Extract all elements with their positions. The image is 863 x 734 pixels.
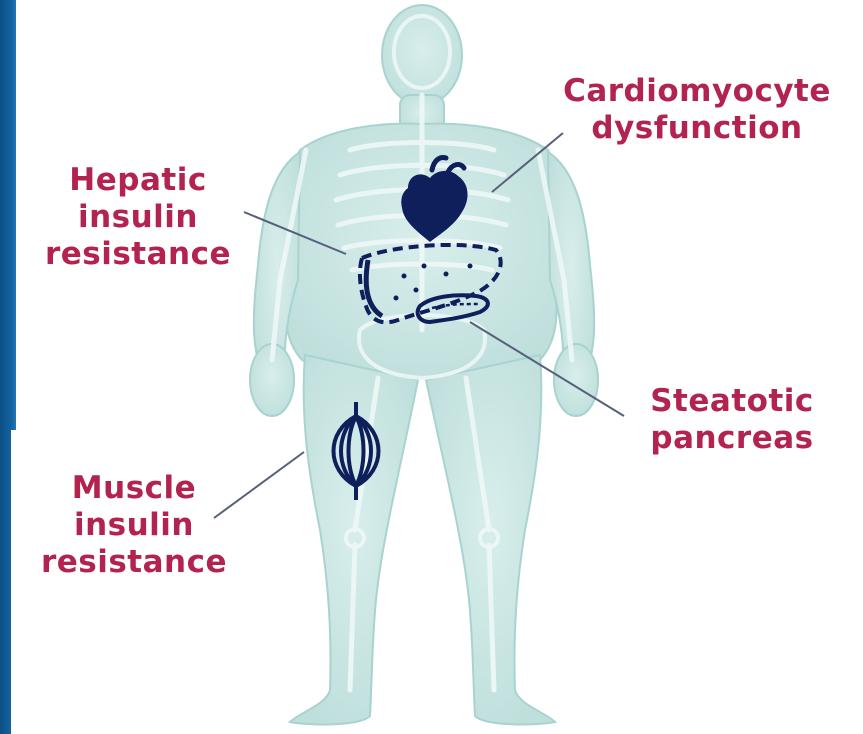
label-muscle-insulin-resistance: Muscle insulin resistance bbox=[16, 470, 252, 581]
label-cardiomyocyte-dysfunction: Cardiomyocyte dysfunction bbox=[532, 73, 862, 147]
label-cardiomyocyte-line-1: Cardiomyocyte bbox=[532, 73, 862, 110]
label-steatotic-pancreas: Steatotic pancreas bbox=[610, 383, 854, 457]
label-steatotic-line-1: Steatotic bbox=[610, 383, 854, 420]
label-muscle-line-1: Muscle bbox=[16, 470, 252, 507]
label-muscle-line-2: insulin bbox=[16, 507, 252, 544]
label-muscle-line-3: resistance bbox=[16, 544, 252, 581]
label-hepatic-line-2: insulin bbox=[22, 199, 254, 236]
label-hepatic-line-1: Hepatic bbox=[22, 162, 254, 199]
label-hepatic-line-3: resistance bbox=[22, 236, 254, 273]
label-hepatic-insulin-resistance: Hepatic insulin resistance bbox=[22, 162, 254, 273]
label-cardiomyocyte-line-2: dysfunction bbox=[532, 110, 862, 147]
label-steatotic-line-2: pancreas bbox=[610, 420, 854, 457]
